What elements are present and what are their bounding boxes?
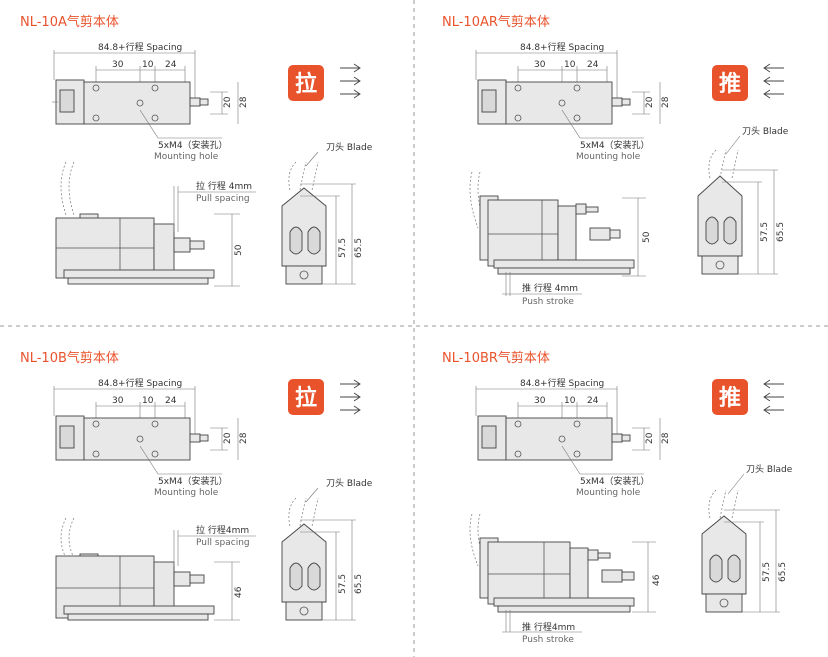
dim-20: 20 bbox=[223, 432, 233, 444]
height-dim: 50 bbox=[234, 244, 244, 256]
panel-title: NL-10BR气剪本体 bbox=[442, 350, 550, 366]
blade-label: 刀头 Blade bbox=[746, 464, 793, 475]
dim-20: 20 bbox=[223, 96, 233, 108]
panel-nl-10a: NL-10A气剪本体 84.8+行程 Spacing 30 10 24 bbox=[20, 14, 373, 287]
panel-nl-10ar: NL-10AR气剪本体 84.8+行程 Spacing 30 10 24 bbox=[442, 14, 789, 307]
blade-housing bbox=[281, 187, 327, 267]
hole-label: 5xM4（安装孔） bbox=[158, 139, 228, 151]
hole-label: 5xM4（安装孔） bbox=[580, 139, 650, 151]
dim-24: 24 bbox=[165, 60, 177, 70]
dim-24: 24 bbox=[587, 60, 599, 70]
dim-30: 30 bbox=[112, 60, 124, 70]
panel-title: NL-10AR气剪本体 bbox=[442, 14, 550, 30]
hole-label: 5xM4（安装孔） bbox=[158, 475, 228, 487]
side-view: 46 推 行程4mm Push stroke bbox=[469, 513, 662, 645]
top-view: 84.8+行程 Spacing 30 10 24 20 28 bbox=[475, 41, 671, 162]
stroke-label-en: Pull spacing bbox=[196, 538, 250, 548]
blade-dim-57: 57.5 bbox=[762, 562, 772, 582]
dim-10: 10 bbox=[564, 60, 576, 70]
badge-label: 推 bbox=[719, 72, 741, 97]
top-view: 84.8+行程 Spacing 30 10 24 20 28 bbox=[475, 377, 671, 498]
top-view: 84.8+行程 Spacing 30 10 24 20 28 bbox=[52, 41, 249, 162]
spacing-label: 84.8+行程 Spacing bbox=[98, 377, 182, 389]
blade-label: 刀头 Blade bbox=[742, 126, 789, 137]
hole-label-en: Mounting hole bbox=[154, 488, 219, 498]
height-dim: 50 bbox=[642, 231, 652, 243]
dim-10: 10 bbox=[142, 60, 154, 70]
blade-housing bbox=[697, 175, 743, 257]
stroke-label: 推 行程 4mm bbox=[522, 282, 578, 294]
blade-label: 刀头 Blade bbox=[326, 142, 373, 153]
blade-view: 刀头 Blade 57.5 65.5 bbox=[281, 142, 373, 285]
arrow-left-icon bbox=[763, 379, 784, 415]
dim-28: 28 bbox=[239, 432, 249, 444]
dim-24: 24 bbox=[587, 396, 599, 406]
blade-view: 刀头 Blade 57.5 65.5 bbox=[697, 126, 789, 275]
blade-dim-65: 65.5 bbox=[354, 238, 364, 258]
cylinder-body bbox=[487, 199, 559, 267]
hole-label: 5xM4（安装孔） bbox=[580, 475, 650, 487]
side-view: 拉 行程 4mm Pull spacing 50 bbox=[55, 161, 256, 287]
height-dim: 46 bbox=[234, 586, 244, 598]
blade-dim-65: 65.5 bbox=[778, 562, 788, 582]
arrow-left-icon bbox=[763, 63, 784, 99]
dim-30: 30 bbox=[112, 396, 124, 406]
blade-dim-57: 57.5 bbox=[760, 222, 770, 242]
blade-dim-65: 65.5 bbox=[776, 222, 786, 242]
blade-dim-57: 57.5 bbox=[338, 574, 348, 594]
dim-30: 30 bbox=[534, 396, 546, 406]
blade-housing bbox=[701, 515, 747, 595]
pull-badge bbox=[288, 379, 324, 415]
dim-20: 20 bbox=[645, 432, 655, 444]
stroke-label-en: Pull spacing bbox=[196, 194, 250, 204]
dim-20: 20 bbox=[645, 96, 655, 108]
dim-28: 28 bbox=[661, 432, 671, 444]
dim-28: 28 bbox=[239, 96, 249, 108]
panel-title: NL-10B气剪本体 bbox=[20, 350, 119, 366]
push-badge bbox=[712, 379, 748, 415]
pull-badge bbox=[288, 65, 324, 101]
dim-24: 24 bbox=[165, 396, 177, 406]
hole-label-en: Mounting hole bbox=[154, 152, 219, 162]
dim-30: 30 bbox=[534, 60, 546, 70]
height-dim: 46 bbox=[652, 574, 662, 586]
arrow-right-icon bbox=[340, 63, 361, 99]
blade-view: 刀头 Blade 57.5 65.5 bbox=[701, 464, 793, 613]
blade-dim-57: 57.5 bbox=[338, 238, 348, 258]
stroke-label: 拉 行程 4mm bbox=[196, 180, 252, 192]
push-badge bbox=[712, 65, 748, 101]
side-view: 50 推 行程 4mm Push stroke bbox=[469, 171, 652, 307]
stroke-label-en: Push stroke bbox=[522, 297, 574, 307]
stroke-label: 拉 行程4mm bbox=[196, 524, 249, 536]
hole-label-en: Mounting hole bbox=[576, 152, 641, 162]
spacing-label: 84.8+行程 Spacing bbox=[98, 41, 182, 53]
stroke-label: 推 行程4mm bbox=[522, 621, 575, 633]
hole-label-en: Mounting hole bbox=[576, 488, 641, 498]
panel-nl-10b: NL-10B气剪本体 84.8+行程 Spacing 30 10 24 bbox=[20, 350, 373, 621]
dim-10: 10 bbox=[564, 396, 576, 406]
stroke-label-en: Push stroke bbox=[522, 635, 574, 645]
side-view: 拉 行程4mm Pull spacing 46 bbox=[55, 517, 256, 621]
panel-nl-10br: NL-10BR气剪本体 84.8+行程 Spacing 30 10 24 bbox=[442, 350, 793, 645]
dim-28: 28 bbox=[661, 96, 671, 108]
arrow-right-icon bbox=[340, 379, 361, 415]
panel-title: NL-10A气剪本体 bbox=[20, 14, 119, 30]
spacing-label: 84.8+行程 Spacing bbox=[520, 41, 604, 53]
blade-label: 刀头 Blade bbox=[326, 478, 373, 489]
badge-label: 推 bbox=[719, 386, 741, 411]
blade-dim-65: 65.5 bbox=[354, 574, 364, 594]
blade-housing bbox=[281, 523, 327, 603]
cylinder-body bbox=[487, 541, 571, 605]
badge-label: 拉 bbox=[295, 71, 317, 97]
spacing-label: 84.8+行程 Spacing bbox=[520, 377, 604, 389]
blade-view: 刀头 Blade 57.5 65.5 bbox=[281, 478, 373, 621]
top-view: 84.8+行程 Spacing 30 10 24 20 28 bbox=[53, 377, 249, 498]
dim-10: 10 bbox=[142, 396, 154, 406]
badge-label: 拉 bbox=[295, 385, 317, 411]
